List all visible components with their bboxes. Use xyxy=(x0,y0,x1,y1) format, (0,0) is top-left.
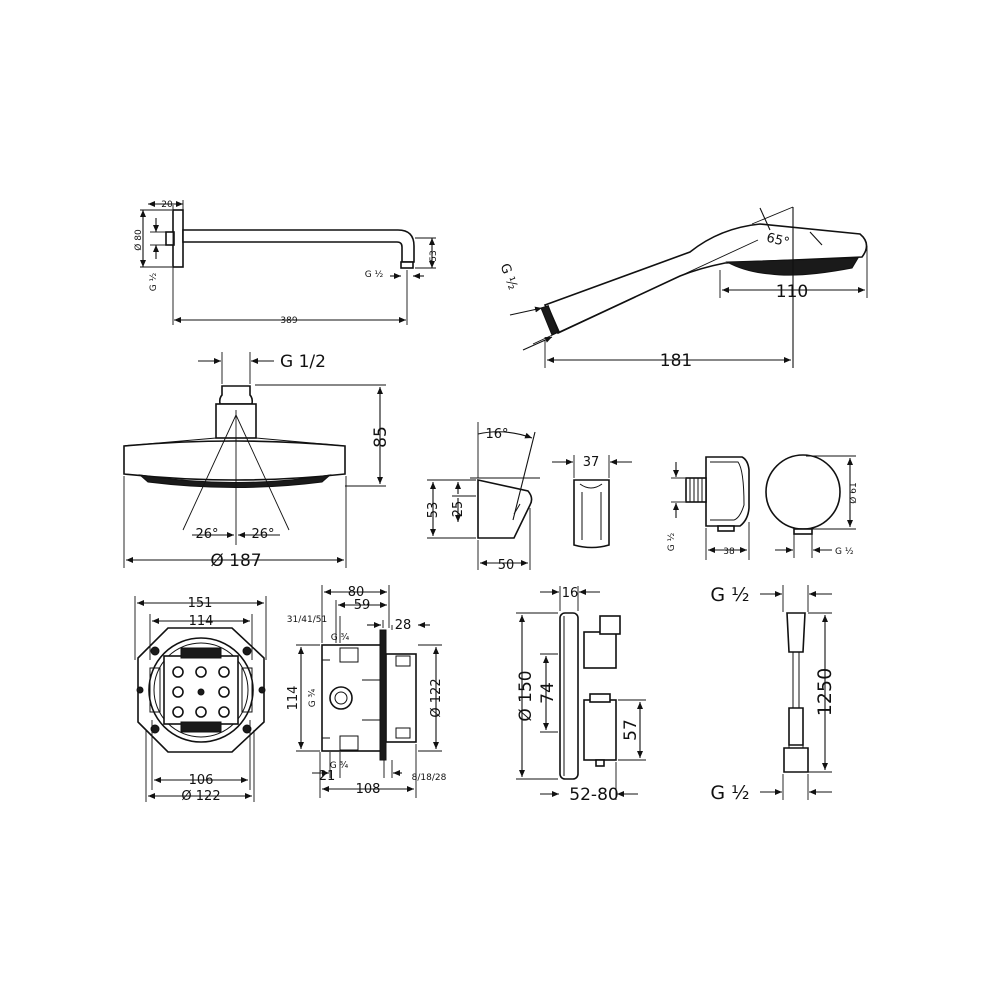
holder-front xyxy=(552,455,632,549)
outlet-dim-thread-bottom: G ½ xyxy=(835,547,854,557)
hand-shower xyxy=(509,206,868,368)
hand-dim-110: 110 xyxy=(776,282,808,302)
hose-dim-thread-top: G ½ xyxy=(710,584,749,606)
basic-side-dim-g34-top: G ¾ xyxy=(331,633,350,643)
overhead-shower xyxy=(123,352,386,568)
thermostat-dim-16: 16 xyxy=(562,586,579,601)
hand-dim-thread: G ½ xyxy=(497,262,520,292)
thermostat-dim-57: 57 xyxy=(621,719,641,741)
basic-side-dim-g34-bottom: G ¾ xyxy=(330,761,349,771)
overhead-nozzles xyxy=(138,474,332,488)
basic-side-dim-59: 59 xyxy=(354,598,371,613)
thermostat xyxy=(516,586,646,800)
holder-dim-25: 25 xyxy=(451,501,466,518)
holder-dim-angle: 16° xyxy=(485,427,508,442)
overhead-dim-diameter: Ø 187 xyxy=(210,551,261,571)
basic-set-holes xyxy=(172,666,230,718)
arm-dim-389: 389 xyxy=(280,316,297,326)
arm-dim-thread-outlet: G ½ xyxy=(365,270,384,280)
outlet-dim-61: Ø 61 xyxy=(848,482,859,503)
shower-hose xyxy=(760,585,832,800)
overhead-dim-angle-left: 26° xyxy=(195,527,218,542)
basic-front-dim-151: 151 xyxy=(188,596,213,611)
arm-dim-thread-wall: G ½ xyxy=(149,272,159,291)
basic-side-dim-80: 80 xyxy=(348,585,365,600)
wall-outlet-front xyxy=(765,454,856,558)
overhead-dim-thread: G 1/2 xyxy=(280,352,326,372)
basic-front-dim-106: 106 xyxy=(189,773,214,788)
wall-holder xyxy=(427,422,540,570)
arm-dim-53: 53 xyxy=(429,250,439,261)
basic-side-dim-28: 28 xyxy=(395,618,412,633)
basic-front-dim-114: 114 xyxy=(189,614,214,629)
hand-dim-181: 181 xyxy=(660,351,692,371)
thermostat-dim-52-80: 52-80 xyxy=(569,785,618,805)
hose-dim-thread-bottom: G ½ xyxy=(710,782,749,804)
basic-front-dim-122: Ø 122 xyxy=(181,789,220,804)
wall-outlet xyxy=(671,456,750,560)
basic-side-dim-108: 108 xyxy=(356,782,381,797)
shower-arm xyxy=(140,200,436,325)
holder-dim-53: 53 xyxy=(426,502,441,519)
basic-side-dim-g34-mid: G ¾ xyxy=(308,688,318,707)
basic-side-dim-122: Ø 122 xyxy=(429,678,444,717)
overhead-dim-angle-right: 26° xyxy=(251,527,274,542)
outlet-dim-thread-left: G ½ xyxy=(667,532,677,551)
basic-side-dim-8-18-28: 8/18/28 xyxy=(412,773,447,783)
thermostat-dim-150: Ø 150 xyxy=(516,670,536,721)
basic-side-dim-114: 114 xyxy=(286,686,301,711)
holder-dim-50: 50 xyxy=(498,558,515,573)
arm-dim-20: 20 xyxy=(161,200,173,210)
thermostat-dim-74: 74 xyxy=(538,682,558,704)
arm-dim-80: Ø 80 xyxy=(133,229,144,251)
outlet-dim-38: 38 xyxy=(723,547,735,557)
basic-set-side xyxy=(296,585,442,798)
hand-dim-angle: 65° xyxy=(765,231,791,251)
basic-set-front xyxy=(134,596,267,802)
holder-dim-37: 37 xyxy=(583,455,600,470)
overhead-dim-85: 85 xyxy=(371,426,391,448)
basic-side-dim-31-41-51: 31/41/51 xyxy=(287,615,327,625)
basic-side-dim-21: 21 xyxy=(319,769,336,784)
hose-dim-1250: 1250 xyxy=(814,668,836,716)
